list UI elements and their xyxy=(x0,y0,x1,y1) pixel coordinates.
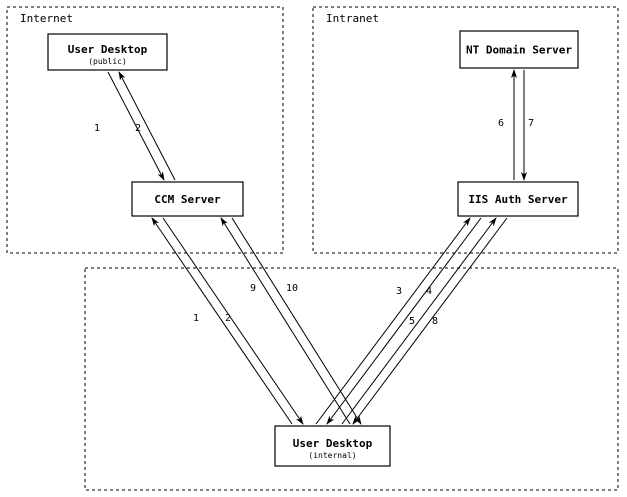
arrow-flow-ccm-to-internal-desktop-2 xyxy=(162,217,304,425)
arrow-flow-internal-desktop-to-iis-3 xyxy=(315,217,471,425)
node-nt-domain-server[interactable]: NT Domain Server xyxy=(459,30,579,69)
node-title-ccm-server: CCM Server xyxy=(154,193,221,206)
step-2-public: 2 xyxy=(135,123,141,134)
node-title-iis-auth-server: IIS Auth Server xyxy=(468,193,568,206)
step-1-internal: 1 xyxy=(193,313,199,324)
node-title-user-desktop-public: User Desktop xyxy=(68,43,148,56)
step-1-public: 1 xyxy=(94,123,100,134)
arrow-flow-internal-desktop-to-ccm-9 xyxy=(220,217,351,425)
step-label-group: 1 2 6 7 9 10 1 2 3 4 5 8 xyxy=(94,118,534,327)
step-3: 3 xyxy=(396,286,402,297)
node-title-user-desktop-internal: User Desktop xyxy=(293,437,373,450)
node-iis-auth-server[interactable]: IIS Auth Server xyxy=(457,181,579,217)
step-5: 5 xyxy=(409,316,415,327)
node-user-desktop-public[interactable]: User Desktop(public) xyxy=(47,33,168,71)
step-2-internal: 2 xyxy=(225,313,231,324)
flow-group xyxy=(107,69,527,425)
node-box-user-desktop-public[interactable] xyxy=(47,33,168,71)
step-10: 10 xyxy=(286,283,298,294)
step-4: 4 xyxy=(426,286,432,297)
step-6: 6 xyxy=(498,118,504,129)
step-9: 9 xyxy=(250,283,256,294)
step-7: 7 xyxy=(528,118,534,129)
zone-label-internet: Internet xyxy=(20,12,73,25)
arrow-flow-ccm-to-internal-desktop-10 xyxy=(231,217,362,425)
node-box-user-desktop-internal[interactable] xyxy=(274,425,391,467)
zone-internet xyxy=(6,6,284,254)
step-8: 8 xyxy=(432,316,438,327)
zone-group: Internet Intranet xyxy=(6,6,619,491)
arrow-flow-internal-desktop-to-ccm-1 xyxy=(151,217,293,425)
node-box-ccm-server[interactable] xyxy=(131,181,244,217)
node-box-nt-domain-server[interactable] xyxy=(459,30,579,69)
node-box-iis-auth-server[interactable] xyxy=(457,181,579,217)
arrow-flow-internal-desktop-to-iis-5 xyxy=(341,217,497,425)
node-user-desktop-internal[interactable]: User Desktop(internal) xyxy=(274,425,391,467)
node-ccm-server[interactable]: CCM Server xyxy=(131,181,244,217)
node-subtitle-user-desktop-internal: (internal) xyxy=(308,451,356,460)
zone-intranet xyxy=(312,6,619,254)
arrow-flow-iis-to-internal-desktop-8 xyxy=(352,217,508,425)
node-subtitle-user-desktop-public: (public) xyxy=(88,57,127,66)
zone-internal-lan xyxy=(84,267,619,491)
zone-label-intranet: Intranet xyxy=(326,12,379,25)
node-title-nt-domain-server: NT Domain Server xyxy=(466,44,572,57)
arrow-flow-ccm-to-public-desktop xyxy=(118,71,176,181)
arrow-flow-iis-to-internal-desktop-4 xyxy=(326,217,482,425)
arrow-flow-public-desktop-to-ccm xyxy=(107,71,165,181)
